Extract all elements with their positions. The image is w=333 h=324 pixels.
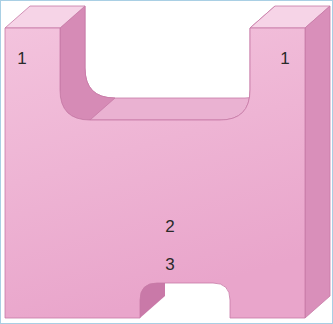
- notch-floor: [60, 6, 275, 120]
- callout-number: 2: [165, 218, 174, 235]
- pillar-top: [5, 6, 85, 28]
- callout-number: 3: [165, 256, 174, 273]
- callout-number: 1: [280, 50, 289, 67]
- side-face: [305, 6, 330, 318]
- callout-number: 1: [17, 50, 26, 67]
- front-face: [5, 28, 305, 318]
- notch-wall: [60, 6, 115, 120]
